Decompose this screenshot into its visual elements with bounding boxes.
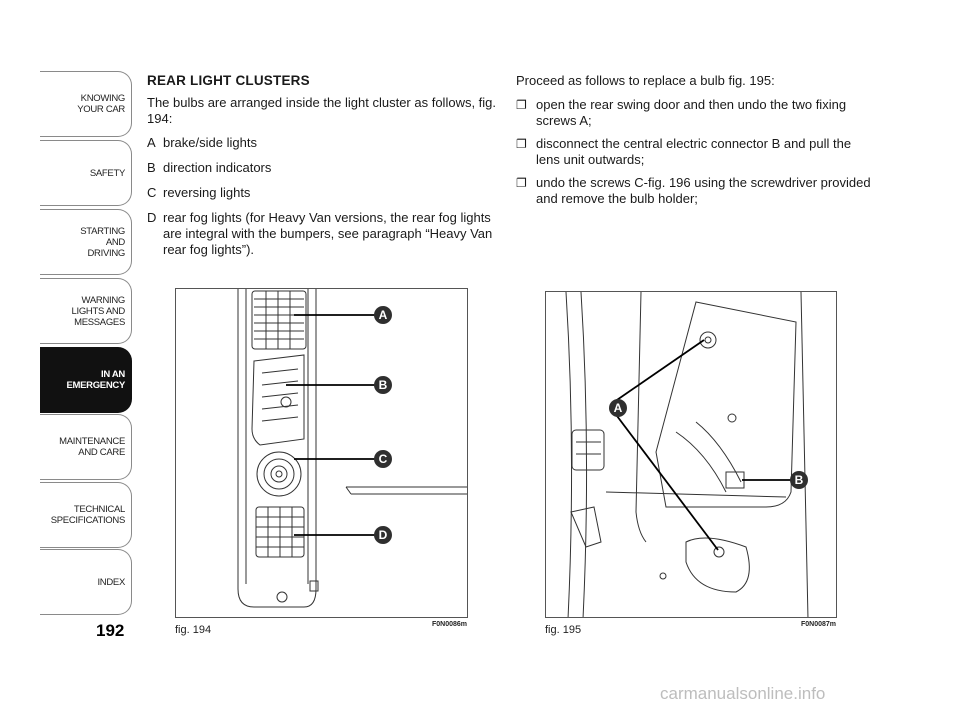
item-text: rear fog lights (for Heavy Van versions,… (163, 210, 493, 257)
checkbox-bullet-icon: ❐ (516, 98, 527, 112)
item-key: B (147, 160, 156, 175)
bullet-text: undo the screws C-fig. 196 using the scr… (536, 175, 871, 206)
tab-label: WARNING LIGHTS AND MESSAGES (71, 294, 126, 328)
callout-label-b: B (795, 473, 804, 487)
item-text: reversing lights (163, 185, 251, 200)
item-text: direction indicators (163, 160, 272, 175)
callout-label-b: B (379, 378, 388, 392)
intro-paragraph: The bulbs are arranged inside the light … (147, 95, 497, 126)
figure-194-caption: fig. 194 (175, 624, 212, 636)
tab-knowing-your-car[interactable]: KNOWING YOUR CAR (40, 71, 132, 137)
left-column: REAR LIGHT CLUSTERS The bulbs are arrang… (147, 73, 497, 267)
bullet-item: ❐ disconnect the central electric connect… (516, 136, 876, 168)
tab-label: KNOWING YOUR CAR (77, 93, 125, 115)
callout-label-a: A (379, 308, 388, 322)
section-heading: REAR LIGHT CLUSTERS (147, 73, 310, 88)
tab-maintenance-and-care[interactable]: MAINTENANCE AND CARE (40, 414, 132, 480)
tab-label: MAINTENANCE AND CARE (59, 436, 125, 458)
checkbox-bullet-icon: ❐ (516, 137, 527, 151)
tab-label: STARTING AND DRIVING (80, 225, 125, 259)
tab-label: INDEX (97, 576, 125, 588)
rear-light-cluster-illustration: A B C D (237, 289, 467, 608)
figure-195-code: F0N0087m (801, 621, 837, 628)
figure-195-caption: fig. 195 (545, 624, 582, 636)
page-number: 192 (96, 621, 125, 640)
callout-label-d: D (379, 528, 388, 542)
tab-technical-specifications[interactable]: TECHNICAL SPECIFICATIONS (40, 482, 132, 548)
figure-195: A B (545, 291, 837, 618)
bullet-item: ❐ open the rear swing door and then undo … (516, 97, 876, 129)
tab-label: SAFETY (89, 167, 125, 179)
bullet-text: open the rear swing door and then undo t… (536, 97, 847, 128)
item-key: C (147, 185, 157, 200)
bullet-item: ❐ undo the screws C-fig. 196 using the sc… (516, 175, 876, 207)
callout-label-c: C (379, 452, 388, 466)
item-key: A (147, 135, 156, 150)
watermark: carmanualsonline.info (660, 684, 826, 703)
checkbox-bullet-icon: ❐ (516, 176, 527, 190)
tab-label: TECHNICAL SPECIFICATIONS (50, 504, 126, 526)
procedure-intro: Proceed as follows to replace a bulb fig… (516, 73, 775, 88)
item-text: brake/side lights (163, 135, 257, 150)
figure-194-code: F0N0086m (432, 621, 468, 628)
item-key: D (147, 210, 157, 225)
tab-index[interactable]: INDEX (40, 549, 132, 615)
bullet-text: disconnect the central electric connecto… (536, 136, 852, 167)
callout-label-a: A (614, 401, 623, 415)
tab-label: IN AN EMERGENCY (66, 369, 125, 391)
right-column: Proceed as follows to replace a bulb fig… (516, 73, 876, 214)
figure-194: A B C D (175, 288, 468, 618)
tab-in-an-emergency[interactable]: IN AN EMERGENCY (40, 347, 132, 413)
swing-door-interior-illustration: A B (565, 292, 809, 617)
tab-starting-and-driving[interactable]: STARTING AND DRIVING (40, 209, 132, 275)
tab-warning-lights[interactable]: WARNING LIGHTS AND MESSAGES (40, 278, 132, 344)
tab-safety[interactable]: SAFETY (40, 140, 132, 206)
